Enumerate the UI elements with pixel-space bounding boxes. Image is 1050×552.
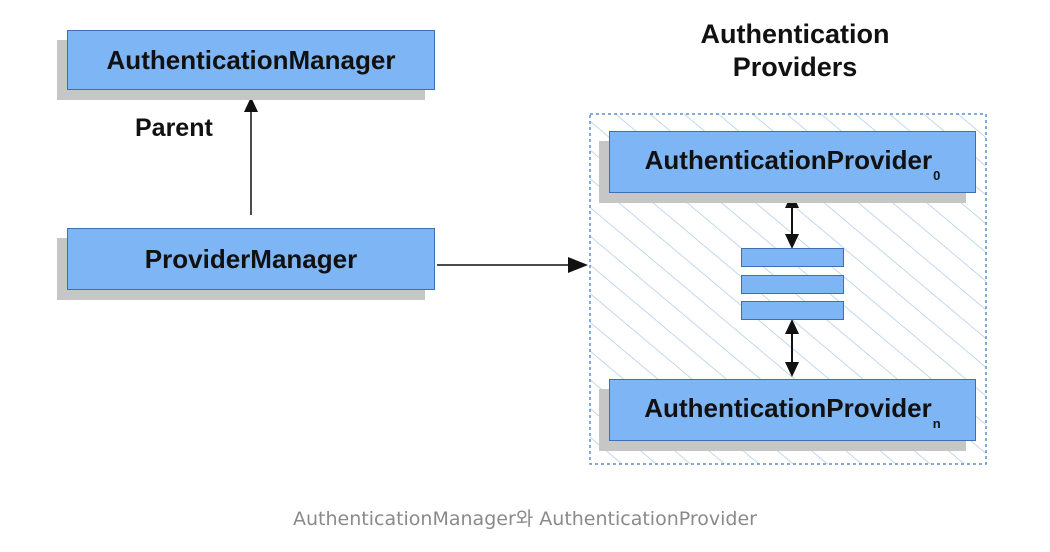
provider-manager-label: ProviderManager xyxy=(144,243,358,274)
parent-label: Parent xyxy=(135,114,213,142)
authentication-provider-last-name: AuthenticationProvider xyxy=(644,393,932,424)
double-arrow-bottom-head-up xyxy=(785,319,799,334)
double-arrow-bottom-head-down xyxy=(785,362,799,377)
authentication-provider-last-subscript: n xyxy=(932,415,941,431)
provider-stack-bar-1 xyxy=(741,248,844,267)
authentication-provider-last-node: AuthenticationProvidern xyxy=(609,379,976,441)
provider-manager-node: ProviderManager xyxy=(67,228,435,290)
authentication-provider-first-label: AuthenticationProvider0 xyxy=(644,145,941,182)
authentication-provider-first-name: AuthenticationProvider xyxy=(644,145,933,176)
double-arrow-top-head-down xyxy=(785,234,799,249)
authentication-manager-node: AuthenticationManager xyxy=(67,30,435,90)
provider-stack-bar-2 xyxy=(741,275,844,294)
provider-group-title-line2: Providers xyxy=(732,52,858,82)
authentication-provider-last-label: AuthenticationProvidern xyxy=(644,393,940,430)
double-arrow-top-head-up xyxy=(785,193,799,208)
provider-group-title-line1: Authentication xyxy=(700,19,890,49)
provider-group-title: Authentication Providers xyxy=(640,18,950,84)
parent-arrowhead xyxy=(244,97,258,112)
figure-caption: AuthenticationManager와 AuthenticationPro… xyxy=(293,508,757,530)
authentication-provider-first-subscript: 0 xyxy=(933,167,941,183)
delegation-arrowhead xyxy=(568,257,588,273)
authentication-manager-label: AuthenticationManager xyxy=(106,44,396,75)
authentication-provider-first-node: AuthenticationProvider0 xyxy=(609,131,976,193)
provider-stack-bar-3 xyxy=(741,301,844,320)
